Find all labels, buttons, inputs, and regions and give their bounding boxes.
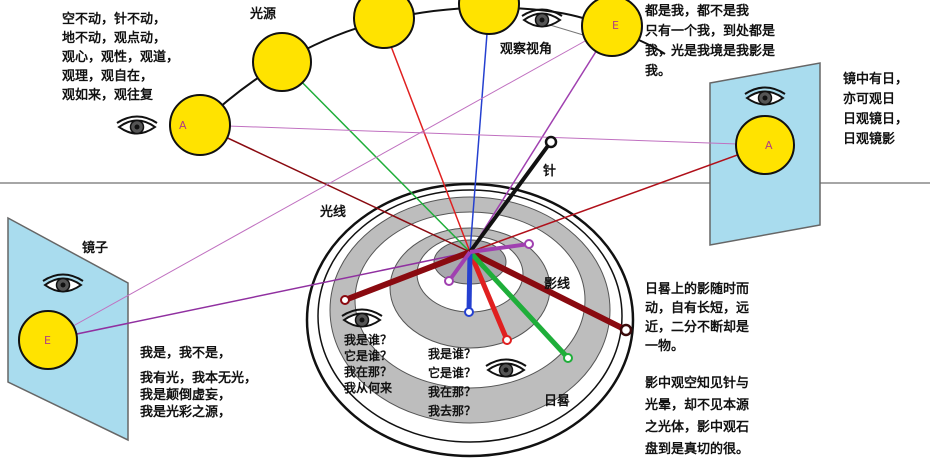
text-top-right: 都是我，都不是我 只有一个我，到处都是 我，光是我境是我影是 我。 <box>645 2 775 82</box>
text-right-bottom: 影中观空知见针与 光晕，却不见本源 之光体，影中观石 盘到是真切的很。 <box>645 373 749 461</box>
light-rays <box>47 7 766 341</box>
text-top-left: 空不动，针不动， 地不动，观点动， 观心，观性，观道， 观理，观自在， 观如来，… <box>62 10 179 105</box>
text-line: 我是，我不是， <box>140 346 232 361</box>
needle-tip <box>544 135 558 149</box>
text-line: 它是谁？ <box>344 349 393 363</box>
text-line: 日晷上的影随时而 <box>645 282 750 297</box>
text-line: 空不动，针不动， <box>62 12 167 27</box>
eye-icon <box>521 8 563 28</box>
sun <box>581 0 643 57</box>
text-line: 都是我，都不是我 <box>645 4 750 19</box>
text-line: 日观镜影 <box>843 132 896 147</box>
ray-blue <box>469 7 490 253</box>
ray-red <box>383 27 471 253</box>
label-needle: 针 <box>542 163 556 179</box>
text-line: 我从何来 <box>344 381 393 395</box>
text-line: 它是谁？ <box>428 366 477 380</box>
text-line: 近，二分不断却是 <box>645 320 750 335</box>
text-dial-questions-left: 我是谁？ 它是谁？ 我在那？ 我从何来 <box>344 332 392 396</box>
text-line: 我是谁？ <box>428 347 477 361</box>
text-line: 只有一个我，到处都是 <box>645 24 776 39</box>
mirror-letter-e: E <box>44 334 51 347</box>
text-line: 观理，观自在， <box>62 69 154 84</box>
text-line: 观如来，观往复 <box>62 88 154 103</box>
eye-icon <box>116 115 158 135</box>
needle <box>468 141 552 254</box>
text-line: 我在那？ <box>344 365 393 379</box>
label-light-ray: 光线 <box>319 204 346 220</box>
sun <box>458 0 520 35</box>
text-dial-questions-right: 我是谁？ 它是谁？ 我在那？ 我去那？ <box>428 345 476 421</box>
text-line: 亦可观日 <box>843 92 896 107</box>
text-line <box>140 362 257 370</box>
ray-purple <box>469 25 613 253</box>
text-line: 观心，观性，观道， <box>62 50 180 65</box>
suns <box>18 0 795 370</box>
ray-mirror-a <box>469 144 766 253</box>
text-line: 我是光彩之源， <box>140 405 232 420</box>
text-line: 之光体，影中观石 <box>645 420 750 435</box>
label-shadow-line: 影线 <box>544 276 570 292</box>
text-right-mid: 日晷上的影随时而 动，自有长短，远 近，二分不断却是 一物。 <box>645 280 749 356</box>
sun <box>252 32 312 92</box>
text-line: 光晕，却不见本源 <box>645 398 750 413</box>
label-light-source: 光源 <box>249 6 276 22</box>
text-line: 我是谁？ <box>344 333 393 347</box>
sun <box>353 0 415 49</box>
ray-pink-e <box>47 25 613 341</box>
text-line: 地不动，观点动， <box>62 31 167 46</box>
text-right-mirror: 镜中有日， 亦可观日 日观镜日， 日观镜影 <box>843 70 908 150</box>
mirror-letter-a: A <box>765 139 773 152</box>
label-observation-angle: 观察视角 <box>500 41 552 57</box>
sun <box>169 94 231 156</box>
text-line: 我有光，我本无光， <box>140 371 258 386</box>
shadows <box>340 239 633 363</box>
label-sundial: 日晷 <box>544 394 570 409</box>
text-line: 影中观空知见针与 <box>645 376 750 391</box>
mirror-sun-a <box>735 115 795 175</box>
ray-dark-red <box>199 124 471 253</box>
text-line: 日观镜日， <box>843 112 909 127</box>
text-line: 我是颠倒虚妄， <box>140 388 232 403</box>
text-line: 动，自有长短，远 <box>645 301 750 316</box>
text-line: 我。 <box>645 64 672 79</box>
mirror-sun-e <box>18 310 78 370</box>
ray-pink-a <box>199 124 766 146</box>
sun-letter-a: A <box>179 119 187 132</box>
text-line: 我在那？ <box>428 385 477 399</box>
text-line: 我，光是我境是我影是 <box>645 44 776 59</box>
label-mirror: 镜子 <box>82 240 108 256</box>
text-line: 盘到是真切的很。 <box>645 442 750 457</box>
text-line: 镜中有日， <box>843 72 909 87</box>
text-bottom-left: 我是，我不是， 我有光，我本无光， 我是颠倒虚妄， 我是光彩之源， <box>140 345 257 421</box>
ray-mirror-e <box>47 251 471 341</box>
text-line: 一物。 <box>645 339 685 354</box>
text-line: 我去那？ <box>428 404 477 418</box>
sun-letter-e: E <box>612 19 619 32</box>
